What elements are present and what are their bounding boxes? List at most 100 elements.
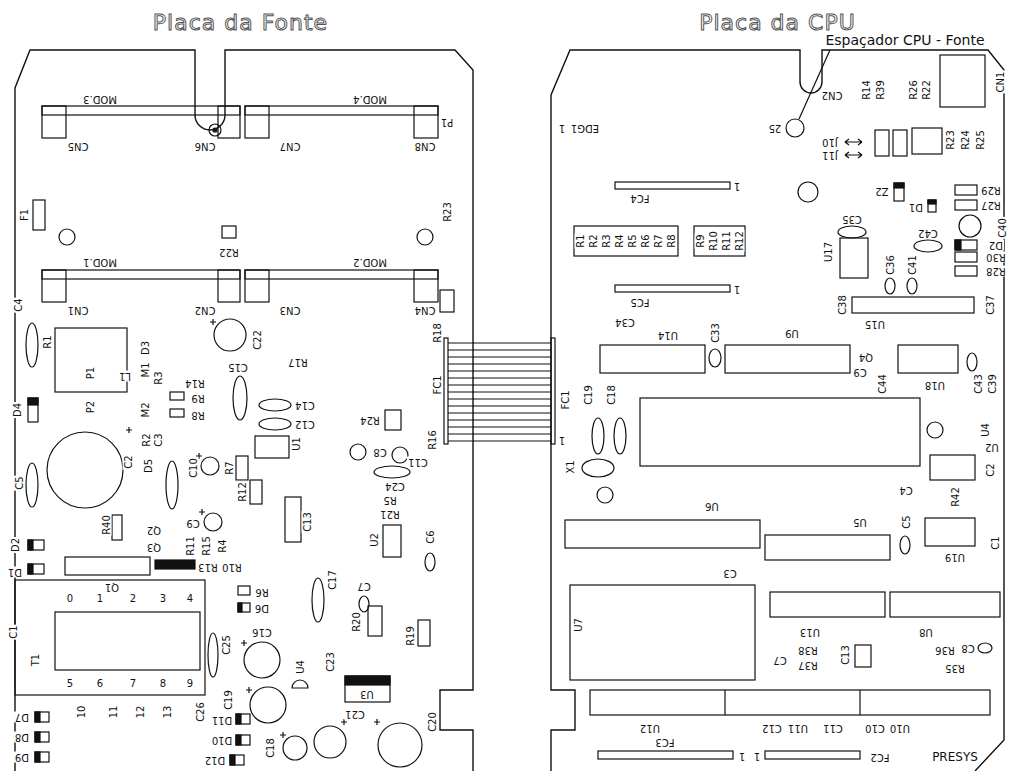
component-outline [940,55,985,107]
component-outline [55,612,200,670]
part-label: C33 [710,322,721,344]
part-label: R40 [101,514,112,536]
part-label: C34 [614,317,636,328]
part-label: U3 [359,689,375,700]
capacitor-outline [425,553,435,571]
part-label: R7 [653,233,664,248]
cable-wire [473,378,551,379]
part-label: R42 [950,486,961,508]
component-outline [236,714,250,724]
part-label: D2 [988,240,1004,251]
round-component [350,444,366,460]
part-label: C38 [837,294,848,316]
part-label: C8 [372,447,387,458]
capacitor-outline [709,349,721,367]
part-label: R8 [666,233,677,248]
part-label: 1 [733,284,741,295]
part-label: 9 [186,678,194,689]
circuit-board: Placa da Fonte [8,6,473,771]
capacitor-outline [208,633,218,677]
part-label: 1 [753,751,761,762]
part-label: R28 [985,266,1007,277]
part-label: FC3 [654,737,675,748]
part-label: 1 [733,181,741,192]
part-label: R4 [217,538,228,553]
part-label: T1 [30,653,41,667]
component-outline [35,752,40,762]
part-label: R14 [184,378,206,389]
part-label: CN1 [995,71,1006,94]
part-label: R21 [379,509,401,520]
board-edge [15,50,473,771]
part-label: CN4 [414,305,437,316]
round-component [59,229,75,245]
part-label: C12 [761,723,783,734]
part-label: 4 [186,593,194,604]
part-label: C42 [917,228,939,239]
part-label: D7 [14,712,30,723]
component-outline [345,676,390,702]
component-outline [898,345,958,373]
component-outline [170,409,184,417]
part-label: R26 [908,79,919,101]
part-label: EDG1 [570,123,600,134]
part-label: CN5 [67,141,90,152]
part-label: FC4 [629,193,650,204]
board-edge [551,50,1004,771]
part-label: C37 [985,294,996,316]
component-outline [385,410,401,430]
part-label: C5 [901,514,912,529]
part-label: 13 [162,705,173,720]
cable-wire [473,371,551,372]
part-label: 11 [108,705,119,720]
part-label: R10 [221,562,243,573]
part-label: C4 [13,297,24,312]
part-label: C24 [384,481,406,492]
capacitor-outline [312,578,324,622]
round-component [283,736,307,760]
component-outline [222,226,236,238]
component-outline [238,603,250,612]
part-label: C1 [990,535,1001,550]
round-component [798,182,818,202]
round-component [250,687,286,723]
component-outline [925,518,975,546]
part-label: R9 [190,393,205,404]
component-outline [574,226,678,256]
part-label: 6 [96,678,104,689]
board-outline [15,50,473,771]
part-label: C40 [997,217,1008,239]
part-label: C8 [960,643,975,654]
component-outline [414,270,438,302]
component-outline [236,735,250,745]
capacitor-outline [614,418,626,454]
component-outline [236,735,241,745]
capacitor-outline [233,376,247,420]
part-label: D6 [254,603,270,614]
component-outline [238,603,242,612]
component-outline [725,345,850,373]
part-label: C12 [294,419,316,430]
part-label: C10 [864,723,886,734]
component-outline [42,270,66,302]
part-label: Q4 [858,352,874,363]
cable-wire [473,420,551,421]
component-outline [444,338,448,444]
part-label: C14 [294,400,316,411]
part-label: C6 [425,529,436,544]
part-label: D3 [140,340,151,356]
part-label: U19 [944,552,966,563]
capacitor-outline [592,418,604,454]
part-label: C41 [907,254,918,276]
component-outline [245,270,269,302]
part-label: R6 [254,587,269,598]
leader-line [799,50,830,119]
part-label: U14 [657,330,679,341]
part-label: C5 [14,475,25,490]
component-outline [35,732,40,742]
part-label: MOD.2 [352,257,388,268]
part-label: C23 [325,651,336,673]
component-outline [218,270,240,302]
round-component [597,487,613,503]
component-outline [615,182,730,189]
